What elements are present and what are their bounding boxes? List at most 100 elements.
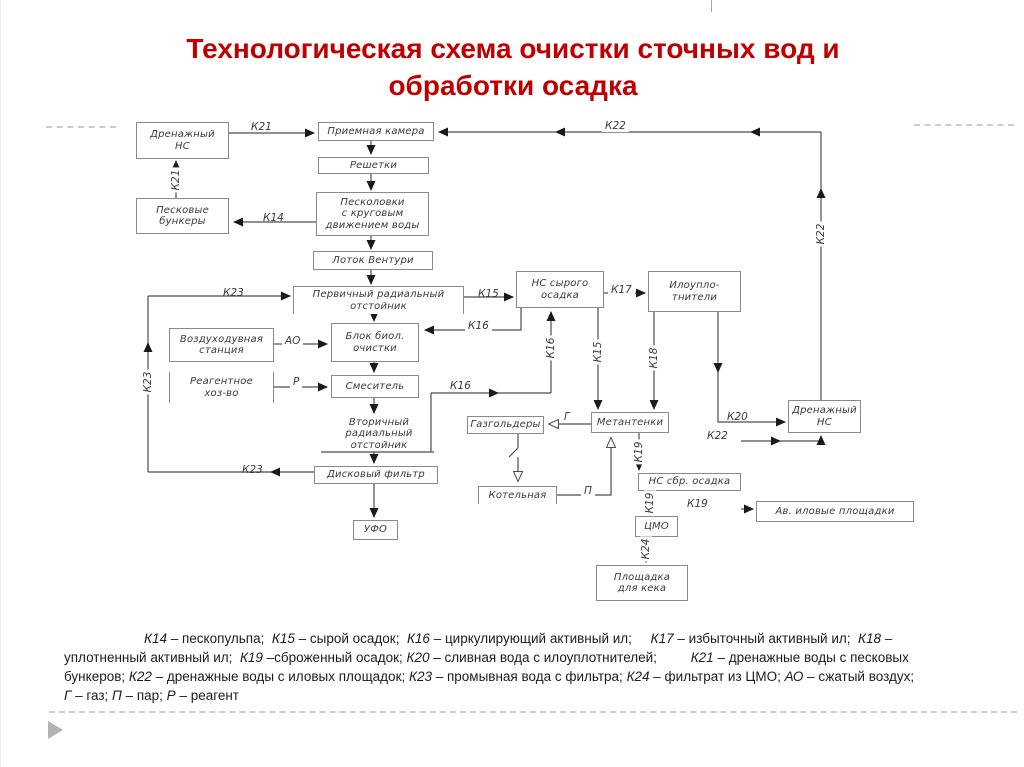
legend-code: К19 xyxy=(239,650,263,665)
node-label: Смеситель xyxy=(345,380,405,392)
legend-text: – избыточный активный ил; xyxy=(673,631,858,646)
node-label: НС сбр. осадка xyxy=(648,476,731,488)
legend-code: Р xyxy=(166,688,176,703)
flow-label-АО: АО xyxy=(282,335,304,347)
node-label: Песколовки xyxy=(340,196,405,208)
nav-arrow-icon xyxy=(48,721,63,739)
flow-label-К21: К21 xyxy=(170,167,182,193)
legend-code: К15 xyxy=(271,631,295,646)
flow-label-П: П xyxy=(581,485,595,497)
node-label: НС xyxy=(175,140,190,152)
top-tick xyxy=(711,0,712,12)
node-ilouplotniteli: Илоупло-тнители xyxy=(648,271,741,312)
flow-label-К23: К23 xyxy=(223,287,244,299)
legend-text: – дренажные воды с иловых площадок; xyxy=(151,669,409,684)
page-title: Технологическая схема очистки сточных во… xyxy=(1,30,1024,104)
legend-text: – газ; xyxy=(71,688,113,703)
flow-label-К19: К19 xyxy=(687,498,708,510)
node-label: бункеры xyxy=(159,216,206,227)
node-diskovy-filtr: Дисковый фильтр xyxy=(314,466,438,484)
legend-text: бункеров; xyxy=(64,669,129,684)
flow-label-К17: К17 xyxy=(608,284,635,296)
legend-code: Г xyxy=(64,688,72,703)
node-label: Метантенки xyxy=(596,416,664,428)
legend-text: – сливная вода с илоуплотнителей; xyxy=(429,650,691,665)
flow-label-К22: К22 xyxy=(602,120,629,132)
legend-line: Г – газ; П – пар; Р – реагент xyxy=(64,686,964,705)
flow-label-Р: Р xyxy=(290,376,303,388)
node-label: Дренажный xyxy=(792,405,857,416)
node-label: Первичный радиальный xyxy=(312,289,445,300)
legend-text: – дренажные воды с песковых xyxy=(713,650,909,665)
node-label: ЦМО xyxy=(644,520,669,532)
flow-label-К19: К19 xyxy=(633,439,645,465)
node-label: очистки xyxy=(353,342,397,354)
node-label: отстойник xyxy=(350,300,407,312)
node-label: отстойник xyxy=(350,439,408,451)
node-label: Дренажный xyxy=(150,129,215,140)
flow-label-К19: К19 xyxy=(644,490,656,516)
node-kotelnaya: Котельная xyxy=(478,486,557,504)
flow-label-К16: К16 xyxy=(450,380,471,392)
node-label: Блок биол. xyxy=(345,331,405,342)
flow-label-Г: Г xyxy=(561,411,573,423)
node-blok-biol-ochistki: Блок биол.очистки xyxy=(331,323,419,362)
node-label: радиальный xyxy=(345,428,413,440)
dash-left xyxy=(46,126,116,128)
flow-label-К23: К23 xyxy=(142,369,154,395)
node-label: Площадка xyxy=(613,571,671,583)
node-label: Котельная xyxy=(488,489,547,501)
legend-code: К16 xyxy=(406,631,430,646)
node-label: с круговым xyxy=(341,208,404,220)
node-ufo: УФО xyxy=(353,520,398,540)
legend-text: – пескопульпа; xyxy=(166,631,272,646)
node-smesitel: Смеситель xyxy=(331,375,419,398)
flow-label-К23: К23 xyxy=(242,464,263,476)
legend-text: уплотненный активный ил; xyxy=(64,650,240,665)
flow-label-К16: К16 xyxy=(465,320,492,332)
legend-line: уплотненный активный ил; К19 –сброженный… xyxy=(64,648,964,667)
node-label: Илоупло- xyxy=(669,280,720,291)
legend-text: – пар; xyxy=(121,688,167,703)
legend-code: К14 xyxy=(144,631,167,646)
legend-text: – xyxy=(880,631,893,646)
node-label: Приемная камера xyxy=(327,125,425,137)
legend-code: К18 xyxy=(858,631,881,646)
node-label: Газгольдеры xyxy=(470,419,541,431)
node-label: осадка xyxy=(540,289,580,301)
node-label: для кека xyxy=(617,583,667,594)
legend-code: К21 xyxy=(690,650,714,665)
legend-text: – сырой осадок; xyxy=(294,631,407,646)
page-title-line2: обработки осадка xyxy=(388,70,638,101)
legend-text: – реагент xyxy=(175,688,239,703)
node-label: Реагентное xyxy=(190,376,253,387)
node-ns-sbrozhennogo-osadka: НС сбр. осадка xyxy=(638,473,741,491)
node-priemnaya-kamera: Приемная камера xyxy=(318,122,434,141)
node-gazgoldery: Газгольдеры xyxy=(467,416,544,434)
node-label: Песковые xyxy=(156,204,209,216)
legend-line: К14 – пескопульпа; К15 – сырой осадок; К… xyxy=(64,629,964,648)
node-metantenki: Метантенки xyxy=(591,412,669,433)
legend-text: –сброженный осадок; xyxy=(262,650,407,665)
node-tsmo: ЦМО xyxy=(635,516,678,537)
node-label: Решетки xyxy=(349,159,398,171)
legend-text: – промывная вода с фильтра; xyxy=(431,669,627,684)
node-label: УФО xyxy=(363,524,388,536)
legend-code: К20 xyxy=(406,650,430,665)
legend-text: – фильтрат из ЦМО; xyxy=(649,669,785,684)
node-label: НС xyxy=(817,416,832,428)
legend-text: – сжатый воздух; xyxy=(803,669,915,684)
dash-bottom xyxy=(49,711,1017,713)
node-label: Воздуходувная xyxy=(179,333,264,345)
node-label: хоз-во xyxy=(204,387,239,399)
